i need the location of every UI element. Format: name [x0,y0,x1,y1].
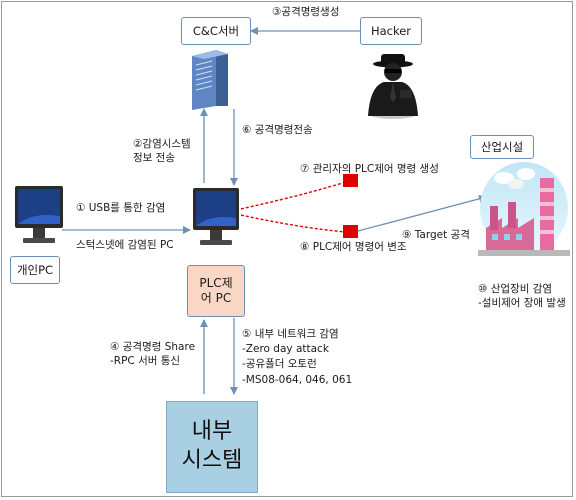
personal-pc-box: 개인PC [10,256,60,284]
plc-monitor-icon [193,188,239,245]
attack-marker-upper [343,174,358,187]
hacker-box: Hacker [360,17,422,45]
label-step6: ⑥ 공격명령전송 [242,124,313,136]
attack-path-lower [235,213,347,233]
desktop-monitor-icon [15,186,63,243]
cc-server-box: C&C서버 [181,17,251,45]
label-step8: ⑧ PLC제어 명령어 변조 [300,241,407,253]
industrial-facility-box: 산업시설 [470,135,534,159]
label-step9: ⑨ Target 공격 [402,229,470,241]
label-step3: ③공격명령생성 [272,6,340,18]
label-step5: ⑤ 내부 네트워크 감염 -Zero day attack -공유폴더 오토런 … [242,328,353,386]
label-stuxnet-pc: 스턱스넷에 감염된 PC [76,239,174,251]
label-step7: ⑦ 관리자의 PLC제어 명령 생성 [300,163,439,175]
label-step2: ②감염시스템 정보 전송 [133,138,191,164]
attack-path-upper [235,181,347,211]
hacker-figure-icon [368,54,418,119]
server-tower-icon [192,50,228,110]
arrow-to-industrial [357,194,487,232]
label-step1: ① USB를 통한 감염 [76,202,166,214]
factory-icon [478,162,570,256]
plc-pc-box: PLC제 어 PC [187,265,245,317]
internal-system-box: 내부 시스템 [166,401,258,493]
label-step4: ④ 공격명령 Share -RPC 서버 통신 [110,341,196,367]
label-step10: ⑩ 산업장비 감염 -설비제어 장애 발생 [478,283,566,309]
attack-marker-lower [343,225,358,238]
